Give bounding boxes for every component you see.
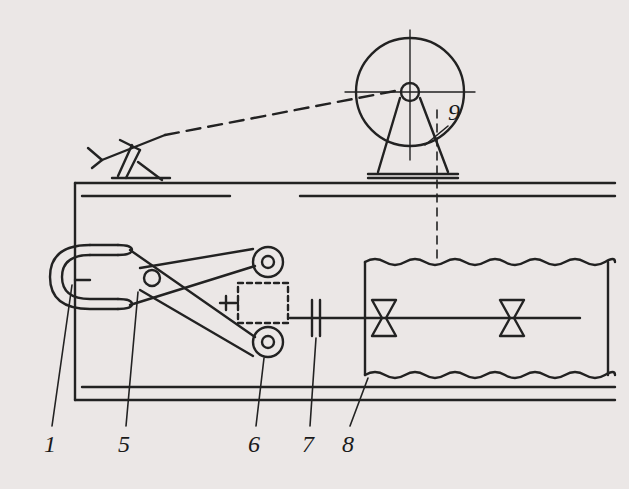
callout-number: 7 [300, 432, 316, 456]
callout-number: 5 [116, 432, 132, 456]
callout-number: 6 [246, 432, 262, 456]
callout-number: 9 [446, 100, 462, 124]
callout-number: 8 [340, 432, 356, 456]
callout-number: 1 [42, 432, 58, 456]
